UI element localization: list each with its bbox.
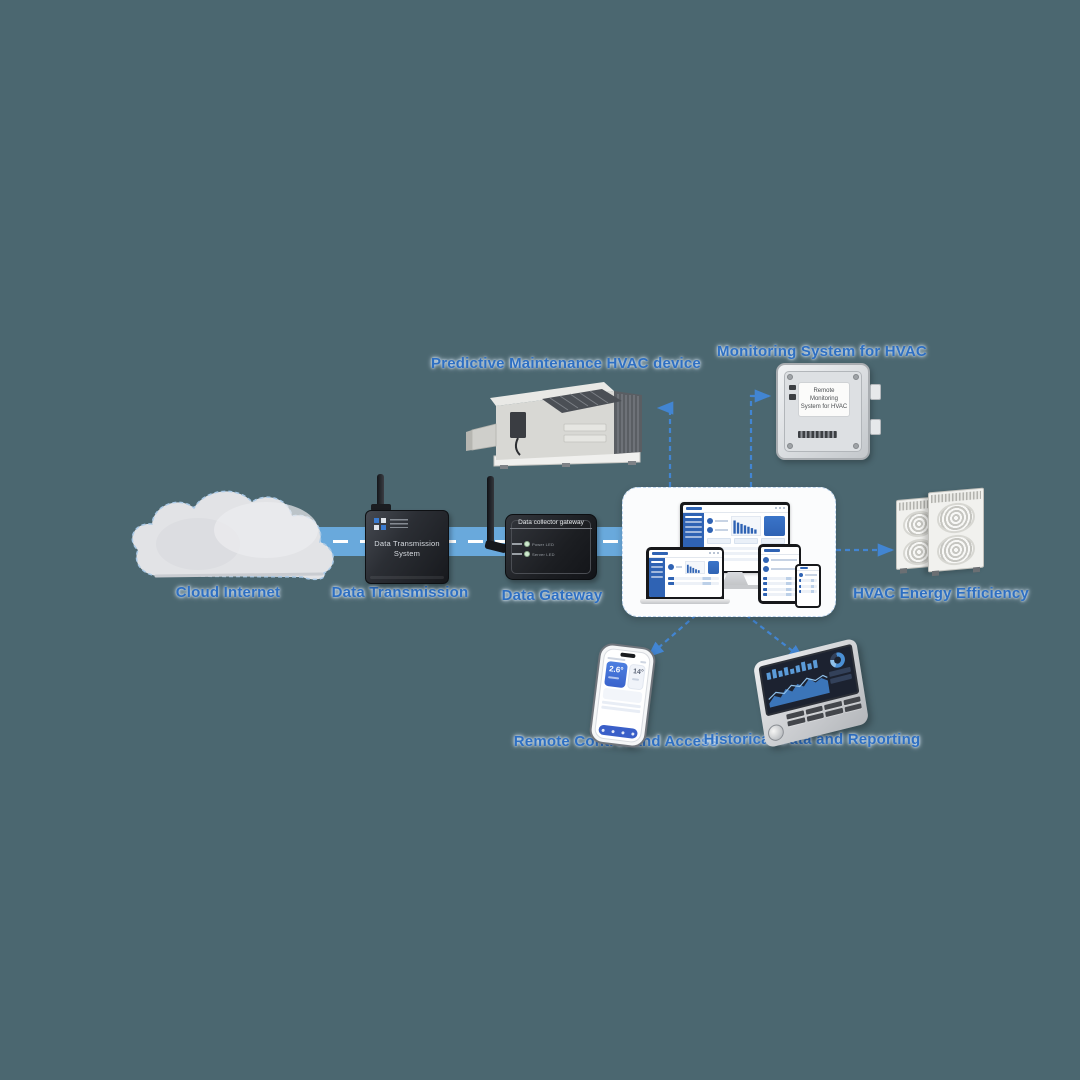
fan-icon [937, 533, 975, 567]
antenna-icon [487, 476, 494, 546]
hub-tablet [758, 544, 801, 604]
rooftop-hvac-unit [466, 382, 642, 469]
gateway-led-row-1: Power LED [512, 541, 554, 547]
condenser-units [896, 487, 996, 582]
dashboard-list-rows [707, 546, 785, 561]
stat-widgets [707, 516, 729, 536]
screw-icon [787, 374, 793, 380]
enclosure-interior: Remote Monitoring System for HVAC [784, 371, 862, 452]
data-transmission-device: Data Transmission System [363, 474, 449, 584]
dashboard-ui [648, 549, 722, 597]
hub-phone [795, 564, 821, 608]
transmission-box-text: Data Transmission System [374, 539, 440, 559]
module-text-line1: Remote Monitoring [809, 388, 838, 402]
hub-laptop [639, 547, 731, 604]
transmission-box-trim [370, 576, 444, 579]
control-box [510, 412, 526, 438]
mini-bar-chart [731, 515, 761, 536]
led-icon [524, 541, 530, 547]
antenna-icon [377, 474, 384, 512]
mini-area-chart [768, 674, 830, 708]
connector-hub-to-monitoring-box [749, 389, 772, 487]
condenser-unit-front [928, 487, 984, 573]
gateway-led-row-2: Server LED [512, 551, 555, 557]
top-grille-fins [549, 390, 609, 411]
phone-screen: 2.6° 14° [593, 647, 652, 744]
screw-icon [787, 443, 793, 449]
component-chip [788, 394, 796, 400]
module-text-line2: System for HVAC [800, 403, 848, 410]
enclosure-hinge [870, 418, 881, 435]
label-historical-data: Historical Data and Reporting [703, 731, 921, 748]
dashboard-ui [760, 547, 799, 601]
tablet-screen [758, 643, 860, 717]
monitoring-hub-card [622, 487, 836, 617]
connector-hub-to-tablet [745, 614, 805, 661]
gateway-panel [511, 520, 591, 574]
antenna-mount [371, 504, 391, 511]
component-chip [788, 384, 796, 391]
mini-bar-chart [766, 659, 818, 681]
cloud-illustration [131, 490, 334, 581]
label-data-transmission: Data Transmission [331, 584, 469, 601]
unit-feet [500, 461, 636, 469]
side-duct-end [466, 430, 472, 451]
vendor-logo-icon [374, 518, 386, 530]
summary-chips [707, 538, 785, 545]
app-nav-bar [598, 724, 639, 740]
enclosure-hinge [870, 383, 881, 400]
control-cable [514, 437, 521, 456]
label-predictive-maintenance: Predictive Maintenance HVAC device [431, 355, 701, 372]
access-panel-2 [563, 434, 607, 443]
monitor-stand [722, 572, 748, 585]
led-icon [524, 551, 530, 557]
led-label: Power LED [532, 541, 555, 547]
historical-data-tablet [752, 637, 870, 749]
cloud-base-line [154, 572, 324, 578]
label-monitoring-system: Monitoring System for HVAC [717, 343, 927, 360]
gateway-box: Data collector gateway Power LED Server … [505, 514, 597, 580]
monitoring-module: Remote Monitoring System for HVAC [797, 382, 851, 418]
dashboard-ui [797, 566, 819, 606]
mini-bar-chart [684, 560, 705, 575]
side-duct [471, 423, 497, 451]
vendor-logo-text [390, 519, 408, 528]
mini-donut-chart [829, 650, 847, 670]
dashboard-logo [685, 506, 702, 510]
connector-hub-to-phone [647, 614, 697, 658]
led-label: Server LED [532, 551, 555, 557]
data-gateway-device: Data collector gateway Power LED Server … [483, 476, 597, 584]
temperature-card-secondary: 14° [626, 663, 646, 691]
top-grille-panel [542, 389, 622, 413]
control-knob [766, 722, 785, 743]
laptop-screen [646, 547, 724, 599]
terminal-strip [797, 431, 838, 439]
laptop-base [639, 599, 731, 604]
monitor-base [706, 585, 764, 589]
transmission-box: Data Transmission System [365, 510, 449, 584]
gateway-box-title: Data collector gateway [510, 519, 592, 529]
unit-side-grille [614, 391, 642, 454]
label-data-gateway: Data Gateway [501, 587, 603, 604]
access-panel-1 [563, 423, 607, 432]
cloud-inner-highlight [214, 502, 318, 558]
dashboard-side-panel [763, 515, 785, 536]
temperature-card-main: 2.6° [604, 660, 628, 689]
temperature-value-secondary: 14° [632, 668, 644, 677]
monitoring-enclosure: Remote Monitoring System for HVAC [776, 363, 881, 460]
label-cloud-internet: Cloud Internet [175, 584, 281, 601]
screw-icon [853, 443, 859, 449]
screw-icon [853, 374, 859, 380]
temperature-value-main: 2.6° [608, 664, 624, 675]
label-energy-efficiency: HVAC Energy Efficiency [853, 585, 1029, 602]
phone-notch [619, 652, 636, 659]
unit-top-face [490, 382, 614, 406]
side-grille-fins [617, 394, 639, 453]
fan-icon [937, 501, 975, 535]
